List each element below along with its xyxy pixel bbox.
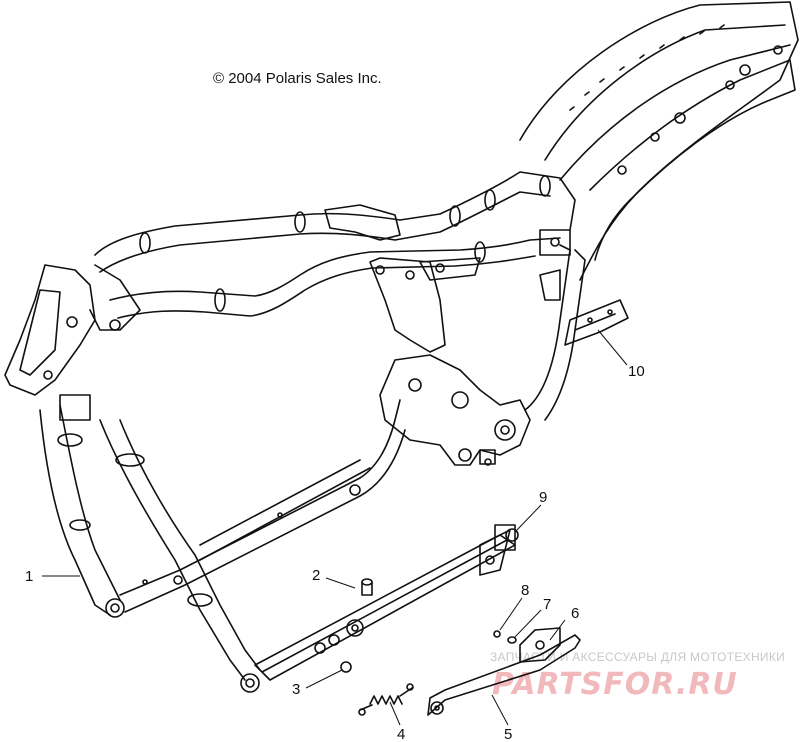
callout-10: 10: [628, 363, 645, 380]
rear-upper-rail: [519, 1, 799, 281]
footpeg-bracket: [564, 299, 629, 346]
front-downtube-right: [99, 419, 261, 681]
lower-top-tube: [109, 237, 561, 301]
callout-9: 9: [539, 489, 547, 506]
callout-1: 1: [25, 568, 33, 585]
callout-leaders: [42, 329, 628, 726]
copyright-notice: © 2004 Polaris Sales Inc.: [213, 70, 382, 87]
callout-5: 5: [504, 726, 512, 742]
kickstand-mount-tube: [254, 524, 519, 681]
part-6-bracket: [519, 627, 561, 663]
swingarm-pivot-casting: [379, 354, 531, 466]
part-7-washer: [507, 636, 517, 644]
callout-6: 6: [571, 605, 579, 622]
watermark-logo: PARTSFOR.RU: [492, 667, 738, 702]
watermark: ЗАПЧАСТИ И АКСЕССУАРЫ ДЛЯ МОТОТЕХНИКИ PA…: [490, 650, 785, 702]
callout-3: 3: [292, 681, 300, 698]
steering-head: [4, 264, 96, 396]
part-8-ball: [493, 630, 501, 638]
part-2-bolt: [361, 578, 373, 596]
part-4-spring: [358, 683, 414, 716]
callout-4: 4: [397, 726, 405, 742]
rear-fender-strut: [589, 59, 796, 261]
part-3-nut: [340, 661, 352, 673]
callout-8: 8: [521, 582, 529, 599]
callout-labels: 1 2 3 4 5 6 7 8 9 10: [25, 363, 645, 742]
part-5-kickstand: [427, 634, 581, 716]
main-frame: [4, 1, 799, 693]
upper-top-tube: [94, 171, 576, 256]
callout-7: 7: [543, 596, 551, 613]
center-bracket: [324, 204, 446, 353]
callout-2: 2: [312, 567, 320, 584]
front-downtube-left: [39, 404, 121, 616]
lower-cross-tube: [119, 399, 406, 613]
watermark-tagline: ЗАПЧАСТИ И АКСЕССУАРЫ ДЛЯ МОТОТЕХНИКИ: [490, 650, 785, 664]
